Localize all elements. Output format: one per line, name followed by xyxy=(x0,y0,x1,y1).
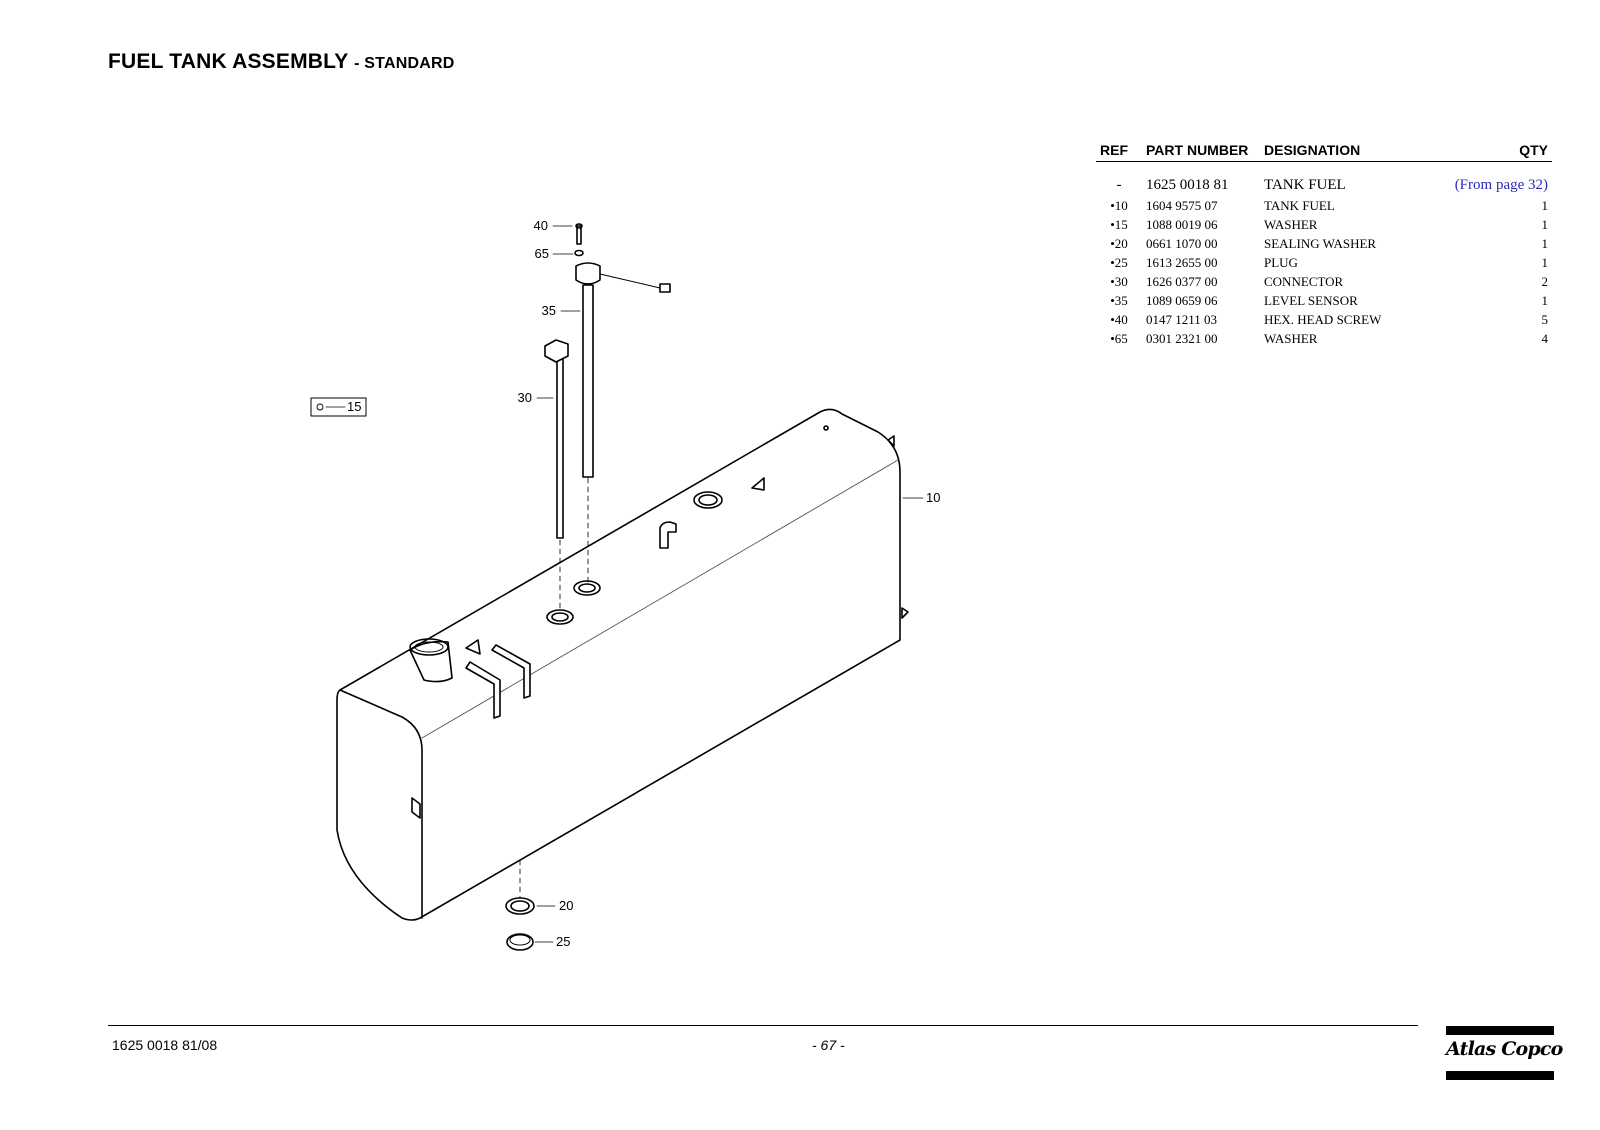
row-qty: 1 xyxy=(1541,198,1549,213)
row-ref: •25 xyxy=(1110,255,1128,270)
callout-35: 35 xyxy=(542,303,556,318)
port-2 xyxy=(573,580,601,596)
parts-table-header: REF PART NUMBER DESIGNATION QTY xyxy=(1096,140,1552,162)
table-row: •40 0147 1211 03 HEX. HEAD SCREW 5 xyxy=(1096,310,1552,329)
row-qty: 2 xyxy=(1541,274,1549,289)
row-qty: 1 xyxy=(1541,236,1549,251)
col-designation: DESIGNATION xyxy=(1260,140,1422,162)
elbow-fitting xyxy=(659,521,677,549)
callout-20: 20 xyxy=(559,898,573,913)
row-qty: 4 xyxy=(1541,331,1549,346)
logo-bar-top xyxy=(1446,1026,1554,1035)
from-page-note: (From page 32) xyxy=(1454,176,1548,193)
sensor-cable xyxy=(599,273,661,289)
level-sensor-head xyxy=(575,262,601,285)
page-number: - 67 - xyxy=(812,1037,845,1053)
bracket-right xyxy=(491,644,531,699)
title-subtitle: - STANDARD xyxy=(354,55,455,72)
washer-15-box xyxy=(310,397,367,417)
callout-10: 10 xyxy=(926,490,940,505)
row-designation: WASHER xyxy=(1264,217,1318,232)
logo-bar-bottom xyxy=(1446,1071,1554,1080)
row-ref: •30 xyxy=(1110,274,1128,289)
tank-outline xyxy=(336,408,901,921)
logo-wordmark: Atlas Copco xyxy=(1446,1038,1563,1060)
page-title: FUEL TANK ASSEMBLY - STANDARD xyxy=(108,50,454,74)
row-part-number: 0661 1070 00 xyxy=(1146,236,1218,251)
row-designation: TANK FUEL xyxy=(1264,176,1346,193)
callout-25: 25 xyxy=(556,934,570,949)
document-number: 1625 0018 81/08 xyxy=(112,1037,218,1053)
tube-30 xyxy=(556,357,564,539)
row-designation: TANK FUEL xyxy=(1264,198,1335,213)
callout-65: 65 xyxy=(535,246,549,261)
row-ref: •15 xyxy=(1110,217,1128,232)
col-ref: REF xyxy=(1096,140,1142,162)
row-part-number: 1088 0019 06 xyxy=(1146,217,1218,232)
row-designation: PLUG xyxy=(1264,255,1298,270)
filler-neck xyxy=(409,640,453,683)
row-designation: CONNECTOR xyxy=(1264,274,1344,289)
connector-30-head xyxy=(544,339,569,363)
col-part-number: PART NUMBER xyxy=(1142,140,1260,162)
tank-front-edge xyxy=(339,689,423,919)
row-designation: LEVEL SENSOR xyxy=(1264,293,1358,308)
plug-25 xyxy=(506,933,534,951)
row-qty: 1 xyxy=(1541,255,1549,270)
row-ref: •35 xyxy=(1110,293,1128,308)
row-part-number: 1626 0377 00 xyxy=(1146,274,1218,289)
row-designation: WASHER xyxy=(1264,331,1318,346)
table-row: •20 0661 1070 00 SEALING WASHER 1 xyxy=(1096,234,1552,253)
table-row: •15 1088 0019 06 WASHER 1 xyxy=(1096,215,1552,234)
table-row: •10 1604 9575 07 TANK FUEL 1 xyxy=(1096,196,1552,215)
tank-top-edge xyxy=(421,459,899,739)
atlas-copco-logo: Atlas Copco xyxy=(1446,1026,1563,1080)
sealing-washer-20 xyxy=(505,897,535,915)
row-qty: 1 xyxy=(1541,293,1549,308)
fuel-tank-drawing: 40 65 35 30 15 10 20 25 xyxy=(310,218,940,951)
port-1 xyxy=(546,609,574,625)
row-ref: - xyxy=(1116,176,1122,193)
bracket-left xyxy=(465,661,501,719)
row-part-number: 1613 2655 00 xyxy=(1146,255,1218,270)
row-part-number: 1089 0659 06 xyxy=(1146,293,1218,308)
callout-15: 15 xyxy=(347,399,361,414)
row-part-number: 0301 2321 00 xyxy=(1146,331,1218,346)
parts-table: REF PART NUMBER DESIGNATION QTY - 1625 0… xyxy=(1096,140,1552,348)
row-ref: •40 xyxy=(1110,312,1128,327)
table-row: •35 1089 0659 06 LEVEL SENSOR 1 xyxy=(1096,291,1552,310)
row-part-number: 1625 0018 81 xyxy=(1146,176,1229,193)
row-qty: 5 xyxy=(1541,312,1549,327)
screw-40 xyxy=(576,225,582,245)
port-3 xyxy=(693,491,723,509)
row-designation: HEX. HEAD SCREW xyxy=(1264,312,1382,327)
washer-65 xyxy=(574,249,584,257)
row-qty: 1 xyxy=(1541,217,1549,232)
col-qty: QTY xyxy=(1444,140,1552,162)
row-ref: •65 xyxy=(1110,331,1128,346)
row-ref: •10 xyxy=(1110,198,1128,213)
table-row-main: - 1625 0018 81 TANK FUEL (From page 32) xyxy=(1096,174,1552,196)
table-row: •65 0301 2321 00 WASHER 4 xyxy=(1096,329,1552,348)
callout-40: 40 xyxy=(534,218,548,233)
row-designation: SEALING WASHER xyxy=(1264,236,1377,251)
footer-divider xyxy=(108,1025,1418,1026)
col-spacer xyxy=(1421,140,1445,162)
row-ref: •20 xyxy=(1110,236,1128,251)
row-part-number: 0147 1211 03 xyxy=(1146,312,1218,327)
table-row: •25 1613 2655 00 PLUG 1 xyxy=(1096,253,1552,272)
tube-35 xyxy=(582,284,594,478)
table-row: •30 1626 0377 00 CONNECTOR 2 xyxy=(1096,272,1552,291)
callout-30: 30 xyxy=(518,390,532,405)
row-part-number: 1604 9575 07 xyxy=(1146,198,1218,213)
title-main: FUEL TANK ASSEMBLY xyxy=(108,50,349,73)
